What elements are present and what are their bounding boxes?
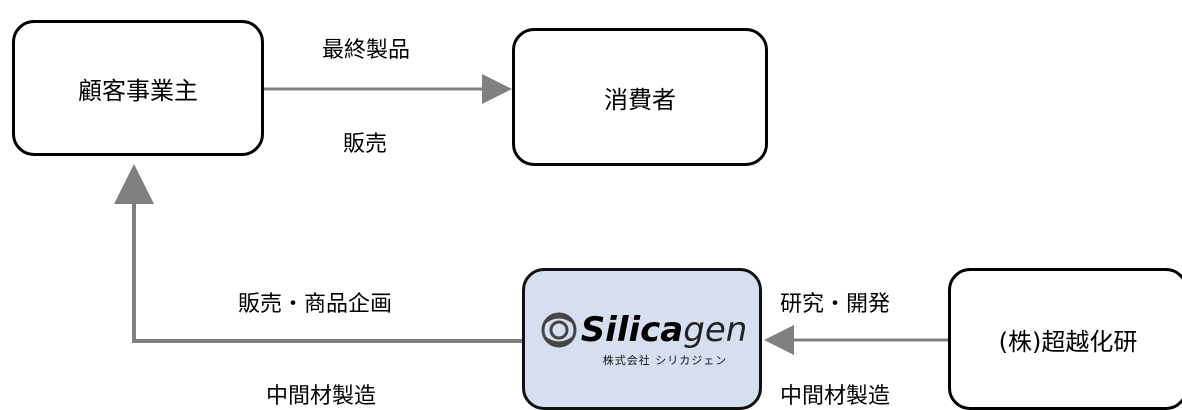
logo-word-gen: gen	[683, 310, 748, 350]
edge-label-sales-planning: 販売・商品企画	[238, 292, 393, 317]
edge-label-intermediate-right: 中間材製造	[780, 384, 891, 409]
lab-label: (株)超越化研	[998, 327, 1138, 356]
edge-label-intermediate-left: 中間材製造	[266, 384, 377, 409]
consumer-node: 消費者	[512, 28, 768, 166]
consumer-label: 消費者	[604, 85, 676, 114]
logo-word-silica: Silica	[580, 310, 684, 350]
silicagen-emblem-icon	[541, 312, 577, 348]
customer-label: 顧客事業主	[78, 76, 198, 105]
edge-label-sales-top: 販売	[343, 132, 388, 157]
edge-label-final-product: 最終製品	[322, 38, 411, 63]
edge-label-research: 研究・開発	[780, 292, 891, 317]
customer-node: 顧客事業主	[12, 20, 264, 156]
logo-subtitle: 株式会社 シリカジェン	[602, 354, 728, 367]
lab-node: (株)超越化研	[948, 268, 1182, 410]
arrow-silicagen-to-customer	[114, 164, 522, 343]
